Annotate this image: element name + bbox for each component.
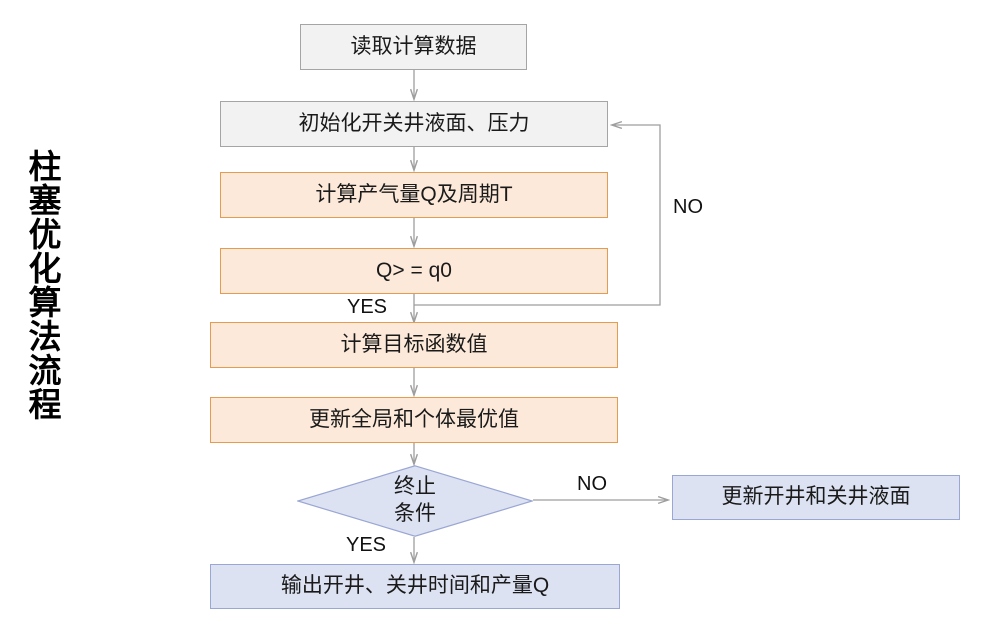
edge-label-q-no: NO [673, 196, 703, 218]
node-output[interactable]: 输出开井、关井时间和产量Q [210, 564, 620, 609]
edge-label-term-yes: YES [346, 534, 387, 556]
node-output-label: 输出开井、关井时间和产量Q [280, 574, 550, 598]
node-calc-objective[interactable]: 计算目标函数值 [210, 322, 618, 368]
terminate-line-1: 终止 [394, 475, 436, 499]
node-condition-q[interactable]: Q> = q0 [220, 248, 608, 294]
node-initialize-label: 初始化开关井液面、压力 [298, 111, 530, 135]
node-read-data-label: 读取计算数据 [350, 34, 477, 58]
node-update-levels[interactable]: 更新开井和关井液面 [672, 475, 960, 520]
node-calc-gas[interactable]: 计算产气量Q及周期T [220, 172, 608, 218]
node-condition-q-label: Q> = q0 [376, 258, 452, 282]
edge-label-q-yes: YES [347, 296, 388, 318]
node-update-levels-label: 更新开井和关井液面 [721, 485, 911, 509]
node-update-best-label: 更新全局和个体最优值 [309, 407, 519, 431]
node-calc-gas-label: 计算产气量Q及周期T [315, 182, 513, 206]
chart-title-vertical: 柱塞优化算法流程 [28, 148, 62, 423]
node-read-data[interactable]: 读取计算数据 [300, 24, 527, 70]
node-update-best[interactable]: 更新全局和个体最优值 [210, 397, 618, 443]
terminate-line-2: 条件 [394, 502, 436, 525]
edge-label-term-no: NO [577, 473, 607, 495]
node-initialize[interactable]: 初始化开关井液面、压力 [220, 101, 608, 147]
diamond-shape [297, 465, 533, 537]
node-terminate-condition-label: 终止 条件 [297, 465, 533, 537]
node-calc-objective-label: 计算目标函数值 [340, 332, 488, 356]
node-terminate-condition[interactable]: 终止 条件 [297, 465, 533, 537]
